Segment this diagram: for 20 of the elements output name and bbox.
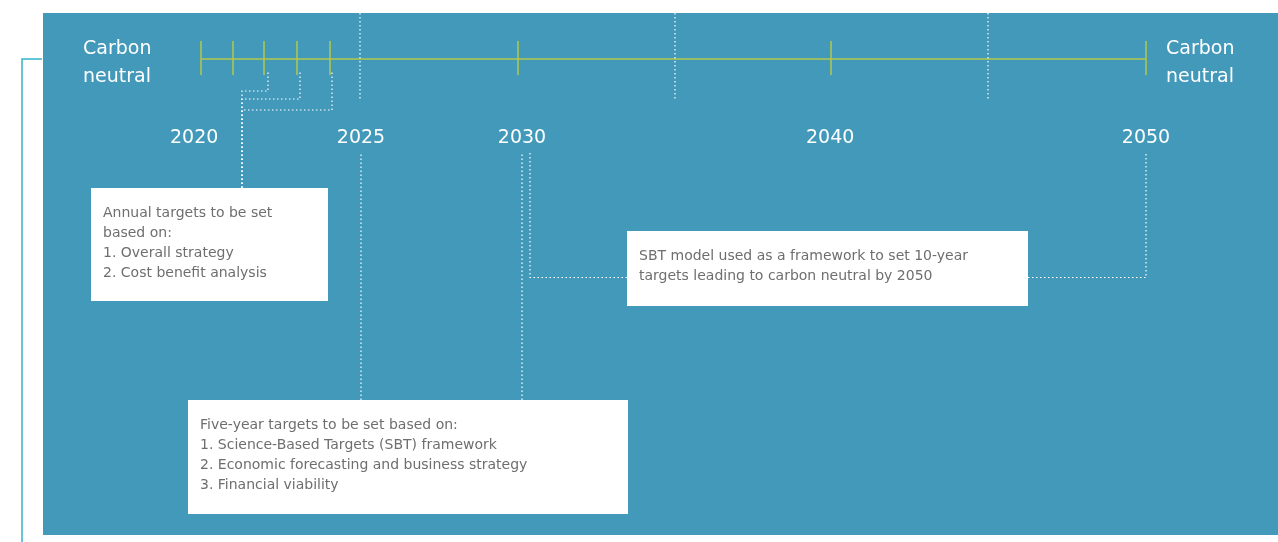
- text-box: [627, 231, 1028, 306]
- timeline-end-label: Carbon neutral: [1166, 35, 1236, 88]
- year-label: 2030: [496, 122, 548, 150]
- year-label: 2040: [806, 124, 856, 149]
- timeline-end-label: Carbon neutral: [83, 35, 153, 88]
- list-item: 2. Cost benefit analysis: [103, 263, 268, 282]
- list-item: 3. Financial viability: [200, 475, 340, 494]
- box-heading: Five-year targets to be set based on:: [200, 415, 459, 434]
- list-item: 1. Science-Based Targets (SBT) framework: [200, 435, 498, 454]
- year-label: 2025: [336, 122, 386, 150]
- text-box: [188, 400, 628, 514]
- leader-line: [241, 71, 333, 189]
- box-heading: Annual targets to be set based on:: [103, 203, 274, 242]
- leader-line: [529, 151, 628, 279]
- list-item: 2. Economic forecasting and business strategy: [200, 455, 529, 474]
- year-label: 2050: [1114, 122, 1178, 150]
- box-heading: SBT model used as a framework to set 10-year targets leading to carbon neutral by 2050: [639, 246, 970, 285]
- text-box: [91, 188, 328, 301]
- list-item: 1. Overall strategy: [103, 243, 235, 262]
- year-label: 2020: [170, 124, 220, 149]
